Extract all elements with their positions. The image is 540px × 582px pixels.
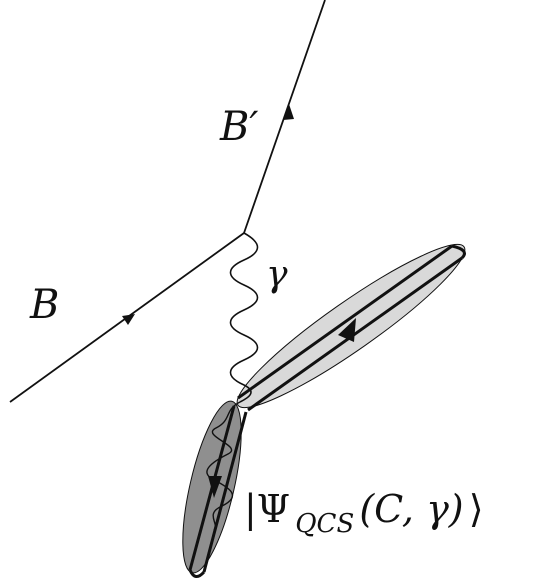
outgoing-arrow-icon — [283, 104, 294, 120]
label-photon: γ — [266, 254, 288, 295]
state-ket-open: |Ψ — [244, 487, 290, 531]
light-string-end-cap — [451, 244, 466, 260]
incoming-arrow-icon — [122, 314, 135, 325]
dark-string-arrow-icon — [208, 476, 222, 498]
state-ket: |Ψ QCS (C, γ) ⟩ — [244, 487, 484, 539]
label-outgoing-b-prime: B′ — [219, 104, 258, 150]
state-ket-close: ⟩ — [469, 487, 484, 531]
light-string-line-b — [247, 256, 463, 412]
photon-line — [229, 232, 259, 403]
photon-line-lower — [206, 401, 241, 531]
dark-string-end-cap — [188, 569, 206, 578]
state-ket-subscript: QCS — [295, 509, 354, 539]
light-string-arrow-icon — [338, 318, 356, 342]
light-string-line-a — [237, 244, 453, 400]
label-incoming-b: B — [29, 282, 59, 328]
state-ket-args: (C, γ) — [359, 487, 463, 531]
dark-string-line-b — [202, 411, 248, 573]
